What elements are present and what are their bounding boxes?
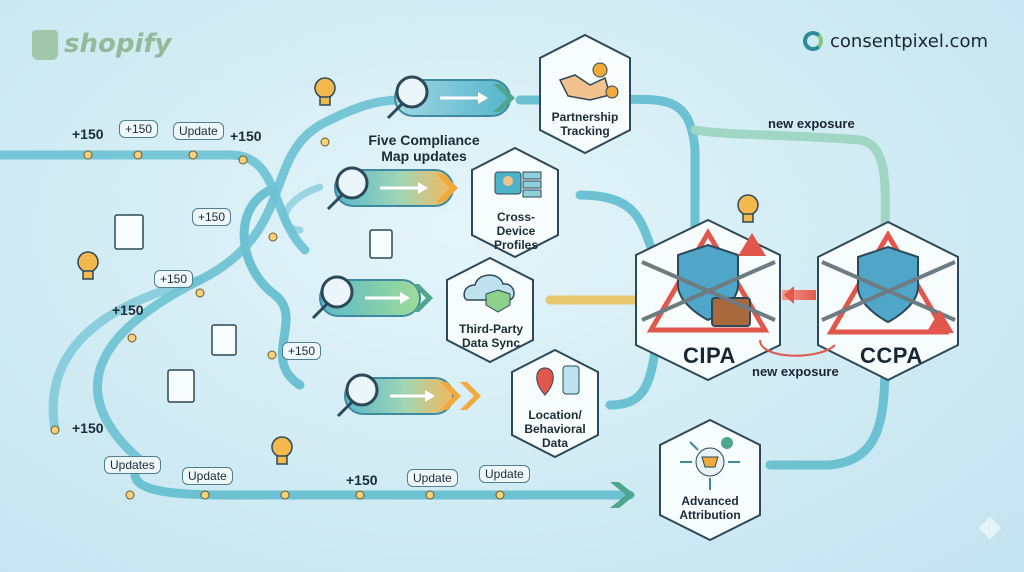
track-main-left [0,150,310,255]
plus-badge: +150 [154,270,194,288]
track-left-loop [48,275,205,435]
bottom-arrow [610,482,635,508]
lightbulb-icon [77,77,759,465]
red-link-line [759,339,836,357]
track-node-dot [50,137,505,500]
location-phone-icon [536,365,580,396]
hex-label-attribution: Advanced Attribution [679,494,741,522]
plus-marker: +150 [72,420,104,436]
hex-label-location: Location/ Behavioral Data [524,408,586,450]
hex-label-crossdevice: Cross-Device Profiles [493,210,538,252]
cipa-label: CIPA [683,343,736,368]
updates-badge: Updates [104,456,161,474]
track-inner-loop [239,185,305,390]
shopify-bag-icon [32,30,58,60]
plus-badge: +150 [192,208,232,226]
warning-icon [738,233,954,333]
track-to-crossdevice [281,183,324,234]
cipa-chain-icon [641,260,776,322]
track-right-down [765,355,890,470]
handshake-icon [558,62,619,101]
plus-badge: +150 [119,120,159,138]
center-label: Five Compliance Map updates [368,132,480,164]
document-icon [114,214,393,403]
ccpa-label: CCPA [860,343,923,368]
track-upward [93,95,405,465]
magnifier-icon [311,75,429,418]
consentpixel-logo: consentpixel.com [830,31,989,52]
update-badge: Update [407,469,458,487]
update-badge: Update [173,122,224,140]
track-top-right [690,125,890,245]
shopify-logo: shopify [64,29,172,59]
plus-marker: +150 [346,472,378,488]
profile-server-icon [494,171,542,198]
new-exposure-top: new exposure [768,116,855,131]
consentpixel-logo-icon [803,31,823,51]
cart-network-icon [680,437,740,490]
ccpa-chain-icon [821,260,956,322]
hex-label-thirdparty: Third-Party Data Sync [458,322,523,350]
hex-label-partnership: Partnership Tracking [551,110,619,138]
plus-marker: +150 [72,126,104,142]
plus-badge: +150 [282,342,322,360]
update-badge: Update [479,465,530,483]
hex-thirdparty [446,256,534,364]
track-crossdevice-right [575,190,655,250]
red-connector-arrows [782,286,816,304]
update-badge: Update [182,467,233,485]
track-location-right [605,345,660,410]
ccpa-shield-icon [857,245,919,324]
new-exposure-bottom: new exposure [752,364,839,379]
cloud-shield-icon [463,274,515,313]
plus-marker: +150 [230,128,262,144]
plus-marker: +150 [112,302,144,318]
